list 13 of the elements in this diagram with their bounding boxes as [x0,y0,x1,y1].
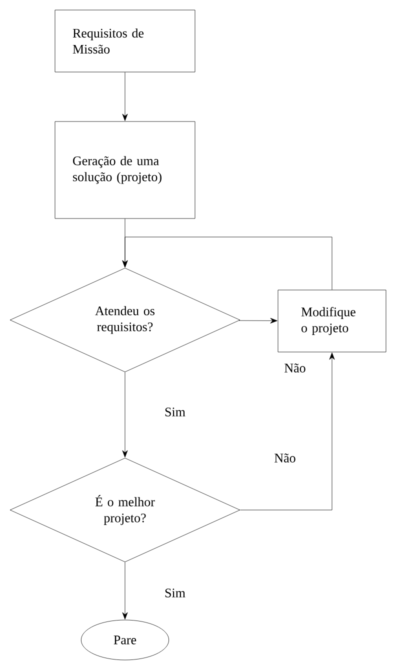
arrow [238,318,278,324]
arrow [122,72,128,121]
process-box: Modifique o projeto [278,290,386,352]
edge-label: Sim [164,406,186,418]
arrow [122,236,332,290]
process-box: Requisitos de Missão [54,10,196,72]
edge-label: Não [283,362,307,374]
edge-label: Sim [164,588,186,598]
arrow [122,372,128,458]
arrow [240,352,335,510]
edge-label: Não [273,452,297,464]
process-box: Geração de uma solução (projeto) [54,121,196,219]
arrow [122,562,128,620]
